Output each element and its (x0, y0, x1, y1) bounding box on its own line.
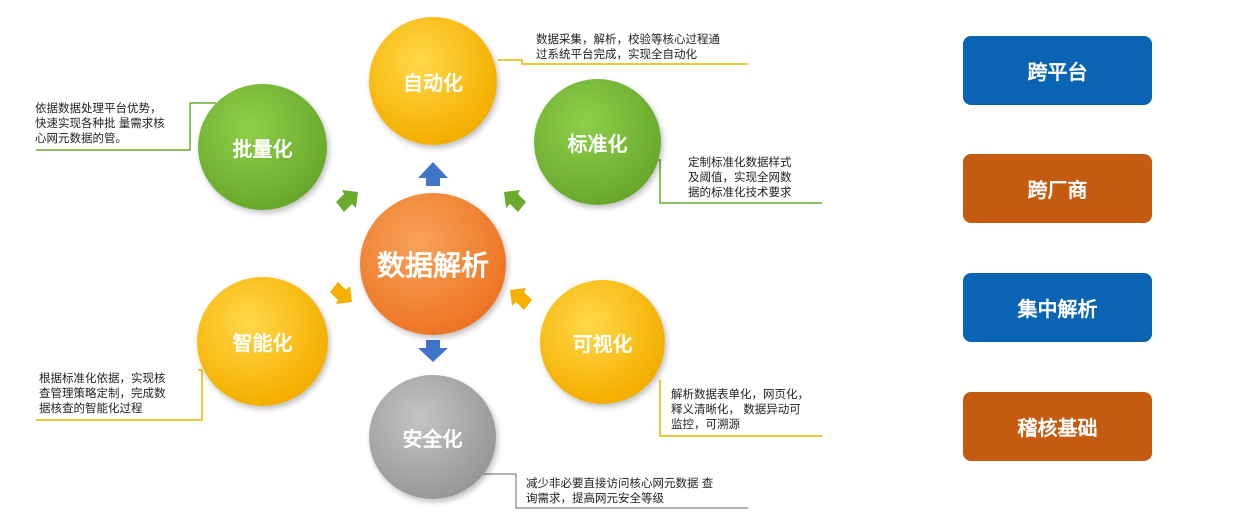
security-label: 安全化 (402, 428, 463, 451)
intelligence-circle: 智能化 (197, 277, 328, 406)
security-connector (480, 473, 748, 509)
automation-circle: 自动化 (369, 17, 497, 145)
visualization-label: 可视化 (572, 333, 633, 356)
arrow-down-right-icon (510, 288, 532, 310)
batch-circle: 批量化 (198, 84, 327, 210)
batch-label: 批量化 (232, 138, 293, 161)
security-note: 减少非必要直接访问核心网元数据 查 询需求，提高网元安全等级 (526, 478, 714, 505)
standardization-label: 标准化 (567, 133, 628, 156)
arrow-up-left-icon (336, 190, 358, 212)
intelligence-connector (36, 369, 203, 421)
centralized-parsing-box: 集中解析 (963, 273, 1152, 342)
audit-foundation-box: 稽核基础 (963, 392, 1152, 461)
cross-vendor-box: 跨厂商 (963, 154, 1152, 223)
batch-note: 依据数据处理平台优势， 快速实现各种批 量需求核 心网元数据的管。 (35, 103, 165, 145)
arrow-down-icon (418, 340, 448, 362)
security-circle: 安全化 (369, 375, 496, 499)
standardization-note: 定制标准化数据样式 及阈值，实现全网数 据的标准化技术要求 (688, 157, 792, 199)
standardization-circle: 标准化 (534, 79, 661, 205)
arrow-up-icon (418, 162, 448, 186)
automation-connector (498, 59, 748, 65)
intelligence-note: 根据标准化依据，实现核 查管理策略定制，完成数 据核查的智能化过程 (39, 373, 166, 415)
intelligence-label: 智能化 (232, 333, 293, 355)
automation-note: 数据采集，解析，校验等核心过程通 过系统平台完成，实现全自动化 (536, 34, 720, 61)
batch-connector (36, 102, 216, 151)
visualization-note: 解析数据表单化，网页化， 释义清晰化， 数据异动可 监控，可溯源 (671, 389, 809, 431)
arrow-down-left-icon (330, 282, 352, 304)
arrow-up-right-icon (504, 190, 526, 212)
cross-platform-box: 跨平台 (963, 36, 1152, 105)
visualization-circle: 可视化 (540, 280, 665, 404)
center-label: 数据解析 (376, 250, 489, 281)
automation-label: 自动化 (403, 72, 463, 95)
center-circle: 数据解析 (360, 193, 506, 335)
visualization-connector (659, 380, 822, 437)
